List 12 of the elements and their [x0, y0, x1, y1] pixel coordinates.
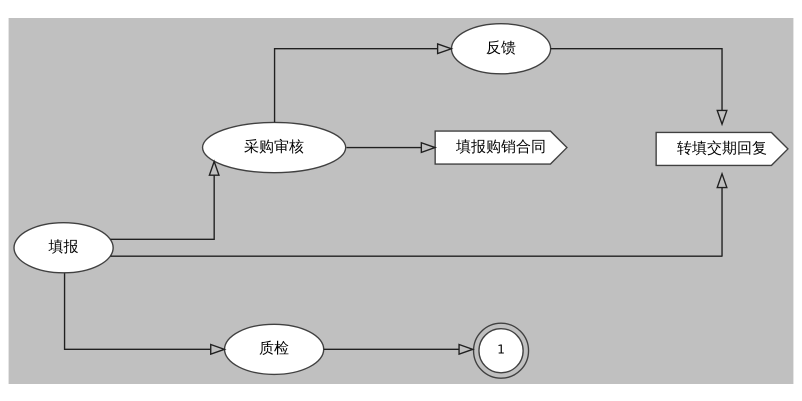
arrow: [324, 343, 475, 355]
node-ellipse: 采购审核: [202, 121, 346, 173]
node-ellipse: 填报: [13, 222, 114, 274]
node-circle: 1: [472, 322, 530, 378]
node-ellipse: 质检: [224, 323, 324, 375]
arrow: [346, 141, 438, 153]
node-ellipse: 反馈: [450, 22, 552, 74]
arrow: [110, 158, 220, 240]
arrow: [274, 42, 454, 122]
arrow: [64, 272, 227, 355]
arrow: [110, 171, 728, 256]
arrow: [550, 48, 728, 126]
